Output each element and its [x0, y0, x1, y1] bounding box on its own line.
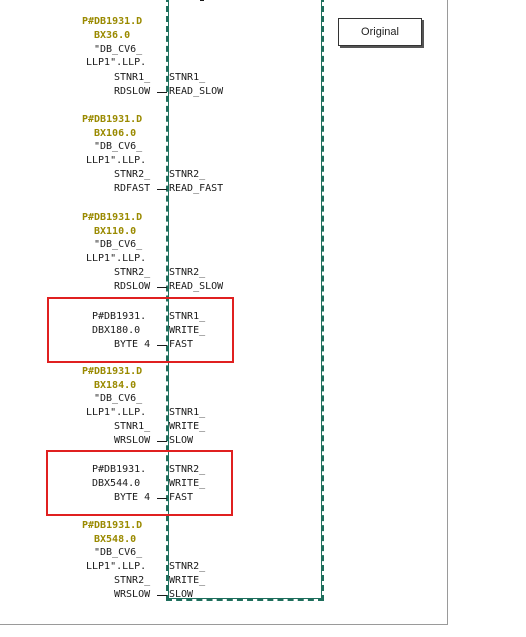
- pin-label-2: READ_SLOW: [169, 281, 224, 292]
- pin-label-2: WRITE_: [169, 575, 206, 586]
- top-connector: [200, 0, 204, 1]
- symbol-line-2: LLP1".LLP.: [86, 253, 147, 264]
- symbol-line-4: RDSLOW: [114, 86, 151, 97]
- address-line-1: P#DB1931.D: [82, 212, 143, 223]
- symbol-line-1: "DB_CV6_: [94, 44, 143, 55]
- symbol-line-1: "DB_CV6_: [94, 547, 143, 558]
- address-line-1: P#DB1931.D: [82, 520, 143, 531]
- function-block-body[interactable]: [168, 0, 322, 599]
- pin-label-2: WRITE_: [169, 421, 206, 432]
- symbol-line-4: RDFAST: [114, 183, 151, 194]
- pin-label-1: STNR2_: [169, 169, 206, 180]
- wire: [157, 92, 167, 93]
- function-block-outline: [166, 0, 324, 601]
- pane-border-bottom: [0, 624, 448, 625]
- pin-label-3: FAST: [169, 492, 194, 503]
- address-line-2: BX184.0: [94, 380, 137, 391]
- pin-label-2: READ_FAST: [169, 183, 224, 194]
- symbol-line-3: STNR2_: [114, 169, 151, 180]
- symbol-line-3: STNR2_: [114, 267, 151, 278]
- symbol-line-2: DBX180.0: [92, 325, 141, 336]
- symbol-line-2: LLP1".LLP.: [86, 155, 147, 166]
- symbol-line-3: STNR2_: [114, 575, 151, 586]
- address-line-2: BX106.0: [94, 128, 137, 139]
- highlight-box-2: [46, 450, 233, 516]
- pin-label-3: SLOW: [169, 435, 194, 446]
- wire: [157, 595, 167, 596]
- symbol-line-1: P#DB1931.: [92, 464, 147, 475]
- symbol-line-1: "DB_CV6_: [94, 393, 143, 404]
- symbol-line-3: BYTE 4: [114, 492, 151, 503]
- symbol-line-1: "DB_CV6_: [94, 239, 143, 250]
- pin-label-1: STNR1_: [169, 72, 206, 83]
- symbol-line-2: DBX544.0: [92, 478, 141, 489]
- pin-label-1: STNR2_: [169, 561, 206, 572]
- symbol-line-3: BYTE 4: [114, 339, 151, 350]
- symbol-line-2: LLP1".LLP.: [86, 561, 147, 572]
- highlight-box-1: [47, 297, 234, 363]
- pane-border-right: [447, 0, 448, 625]
- address-line-1: P#DB1931.D: [82, 366, 143, 377]
- symbol-line-1: P#DB1931.: [92, 311, 147, 322]
- pin-label-2: WRITE_: [169, 478, 206, 489]
- address-line-1: P#DB1931.D: [82, 114, 143, 125]
- pin-label-1: STNR2_: [169, 267, 206, 278]
- pin-label-1: STNR1_: [169, 311, 206, 322]
- wire: [157, 287, 167, 288]
- wire: [157, 441, 167, 442]
- pin-label-3: SLOW: [169, 589, 194, 600]
- pin-label-3: FAST: [169, 339, 194, 350]
- address-line-2: BX548.0: [94, 534, 137, 545]
- wire: [157, 498, 167, 499]
- wire: [157, 345, 167, 346]
- pin-label-2: WRITE_: [169, 325, 206, 336]
- symbol-line-4: WRSLOW: [114, 435, 151, 446]
- address-line-2: BX110.0: [94, 226, 137, 237]
- symbol-line-2: LLP1".LLP.: [86, 57, 147, 68]
- symbol-line-4: RDSLOW: [114, 281, 151, 292]
- symbol-line-1: "DB_CV6_: [94, 141, 143, 152]
- pin-label-1: STNR2_: [169, 464, 206, 475]
- symbol-line-3: STNR1_: [114, 421, 151, 432]
- address-line-1: P#DB1931.D: [82, 16, 143, 27]
- symbol-line-2: LLP1".LLP.: [86, 407, 147, 418]
- symbol-line-3: STNR1_: [114, 72, 151, 83]
- pin-label-2: READ_SLOW: [169, 86, 224, 97]
- wire: [157, 189, 167, 190]
- pin-label-1: STNR1_: [169, 407, 206, 418]
- symbol-line-4: WRSLOW: [114, 589, 151, 600]
- address-line-2: BX36.0: [94, 30, 131, 41]
- original-button[interactable]: Original: [338, 18, 422, 46]
